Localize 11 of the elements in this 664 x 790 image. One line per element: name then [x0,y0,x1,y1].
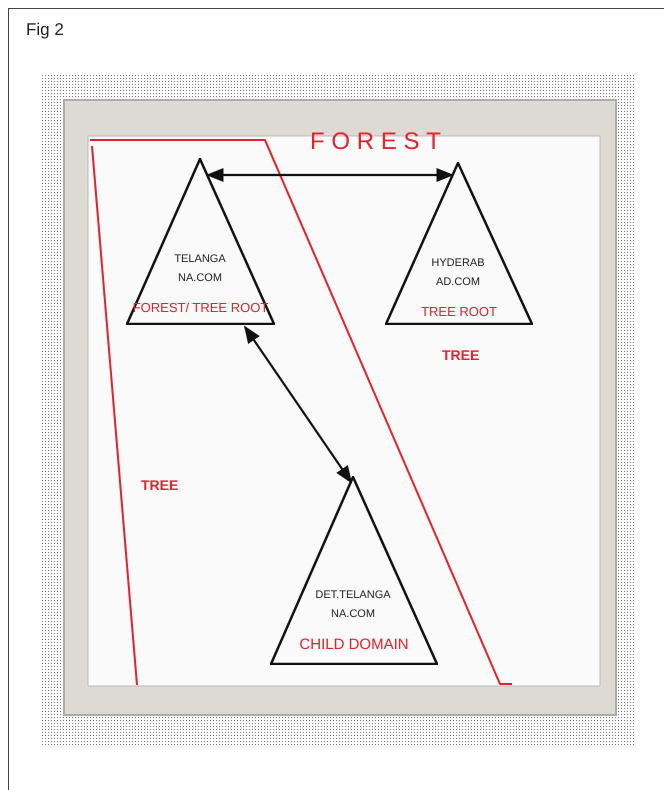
forest-label: FOREST [310,128,448,156]
role-label: TREE ROOT [420,304,498,319]
domain-name: DET.TELANGA NA.COM [314,588,392,622]
figure-title: Fig 2 [26,20,64,40]
tree-label: TREE [141,477,178,493]
domain-name: TELANGA NA.COM [173,252,227,286]
tree-label: TREE [442,347,480,363]
role-label: CHILD DOMAIN [298,636,410,653]
domain-name: HYDERAB AD.COM [430,256,486,290]
double-arrow [244,326,352,484]
double-arrow [206,168,454,182]
